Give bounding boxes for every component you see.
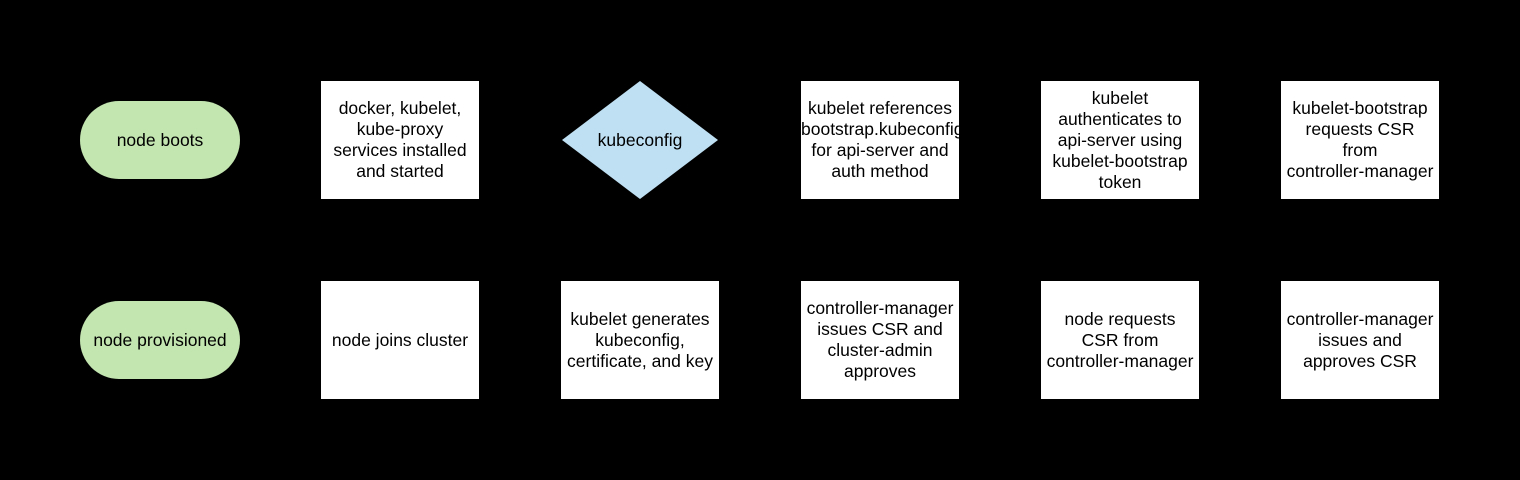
process-node-joins-cluster: node joins cluster (321, 281, 479, 399)
process-services-installed: docker, kubelet, kube-proxy services ins… (321, 81, 479, 199)
node-label: kubelet authenticates to api-server usin… (1052, 87, 1188, 192)
node-label: controller-manager issues and approves C… (1286, 308, 1434, 371)
process-controller-manager-issues-csr-cluster-admin-approves: controller-manager issues CSR and cluste… (801, 281, 959, 399)
node-label: node provisioned (93, 329, 227, 350)
node-label: node joins cluster (331, 329, 469, 350)
process-kubelet-references-bootstrap-kubeconfig: kubelet references bootstrap.kubeconfig … (801, 81, 959, 199)
node-label: controller-manager issues CSR and cluste… (806, 298, 954, 381)
node-label: node requests CSR from controller-manage… (1046, 308, 1194, 371)
process-controller-manager-issues-and-approves-csr: controller-manager issues and approves C… (1281, 281, 1439, 399)
node-label: docker, kubelet, kube-proxy services ins… (333, 98, 467, 181)
terminator-node-provisioned: node provisioned (80, 301, 240, 379)
process-kubelet-generates-kubeconfig: kubelet generates kubeconfig, certificat… (561, 281, 719, 399)
node-label: kubeconfig (597, 129, 683, 150)
decision-kubeconfig: kubeconfig (562, 81, 718, 199)
node-label: node boots (116, 129, 204, 150)
process-kubelet-authenticates-to-api-server: kubelet authenticates to api-server usin… (1041, 81, 1199, 199)
node-label: kubelet-bootstrap requests CSR from cont… (1286, 98, 1434, 181)
node-label: kubelet references bootstrap.kubeconfig … (801, 98, 959, 181)
terminator-node-boots: node boots (80, 101, 240, 179)
process-node-requests-csr: node requests CSR from controller-manage… (1041, 281, 1199, 399)
process-kubelet-bootstrap-requests-csr: kubelet-bootstrap requests CSR from cont… (1281, 81, 1439, 199)
node-label: kubelet generates kubeconfig, certificat… (567, 308, 713, 371)
